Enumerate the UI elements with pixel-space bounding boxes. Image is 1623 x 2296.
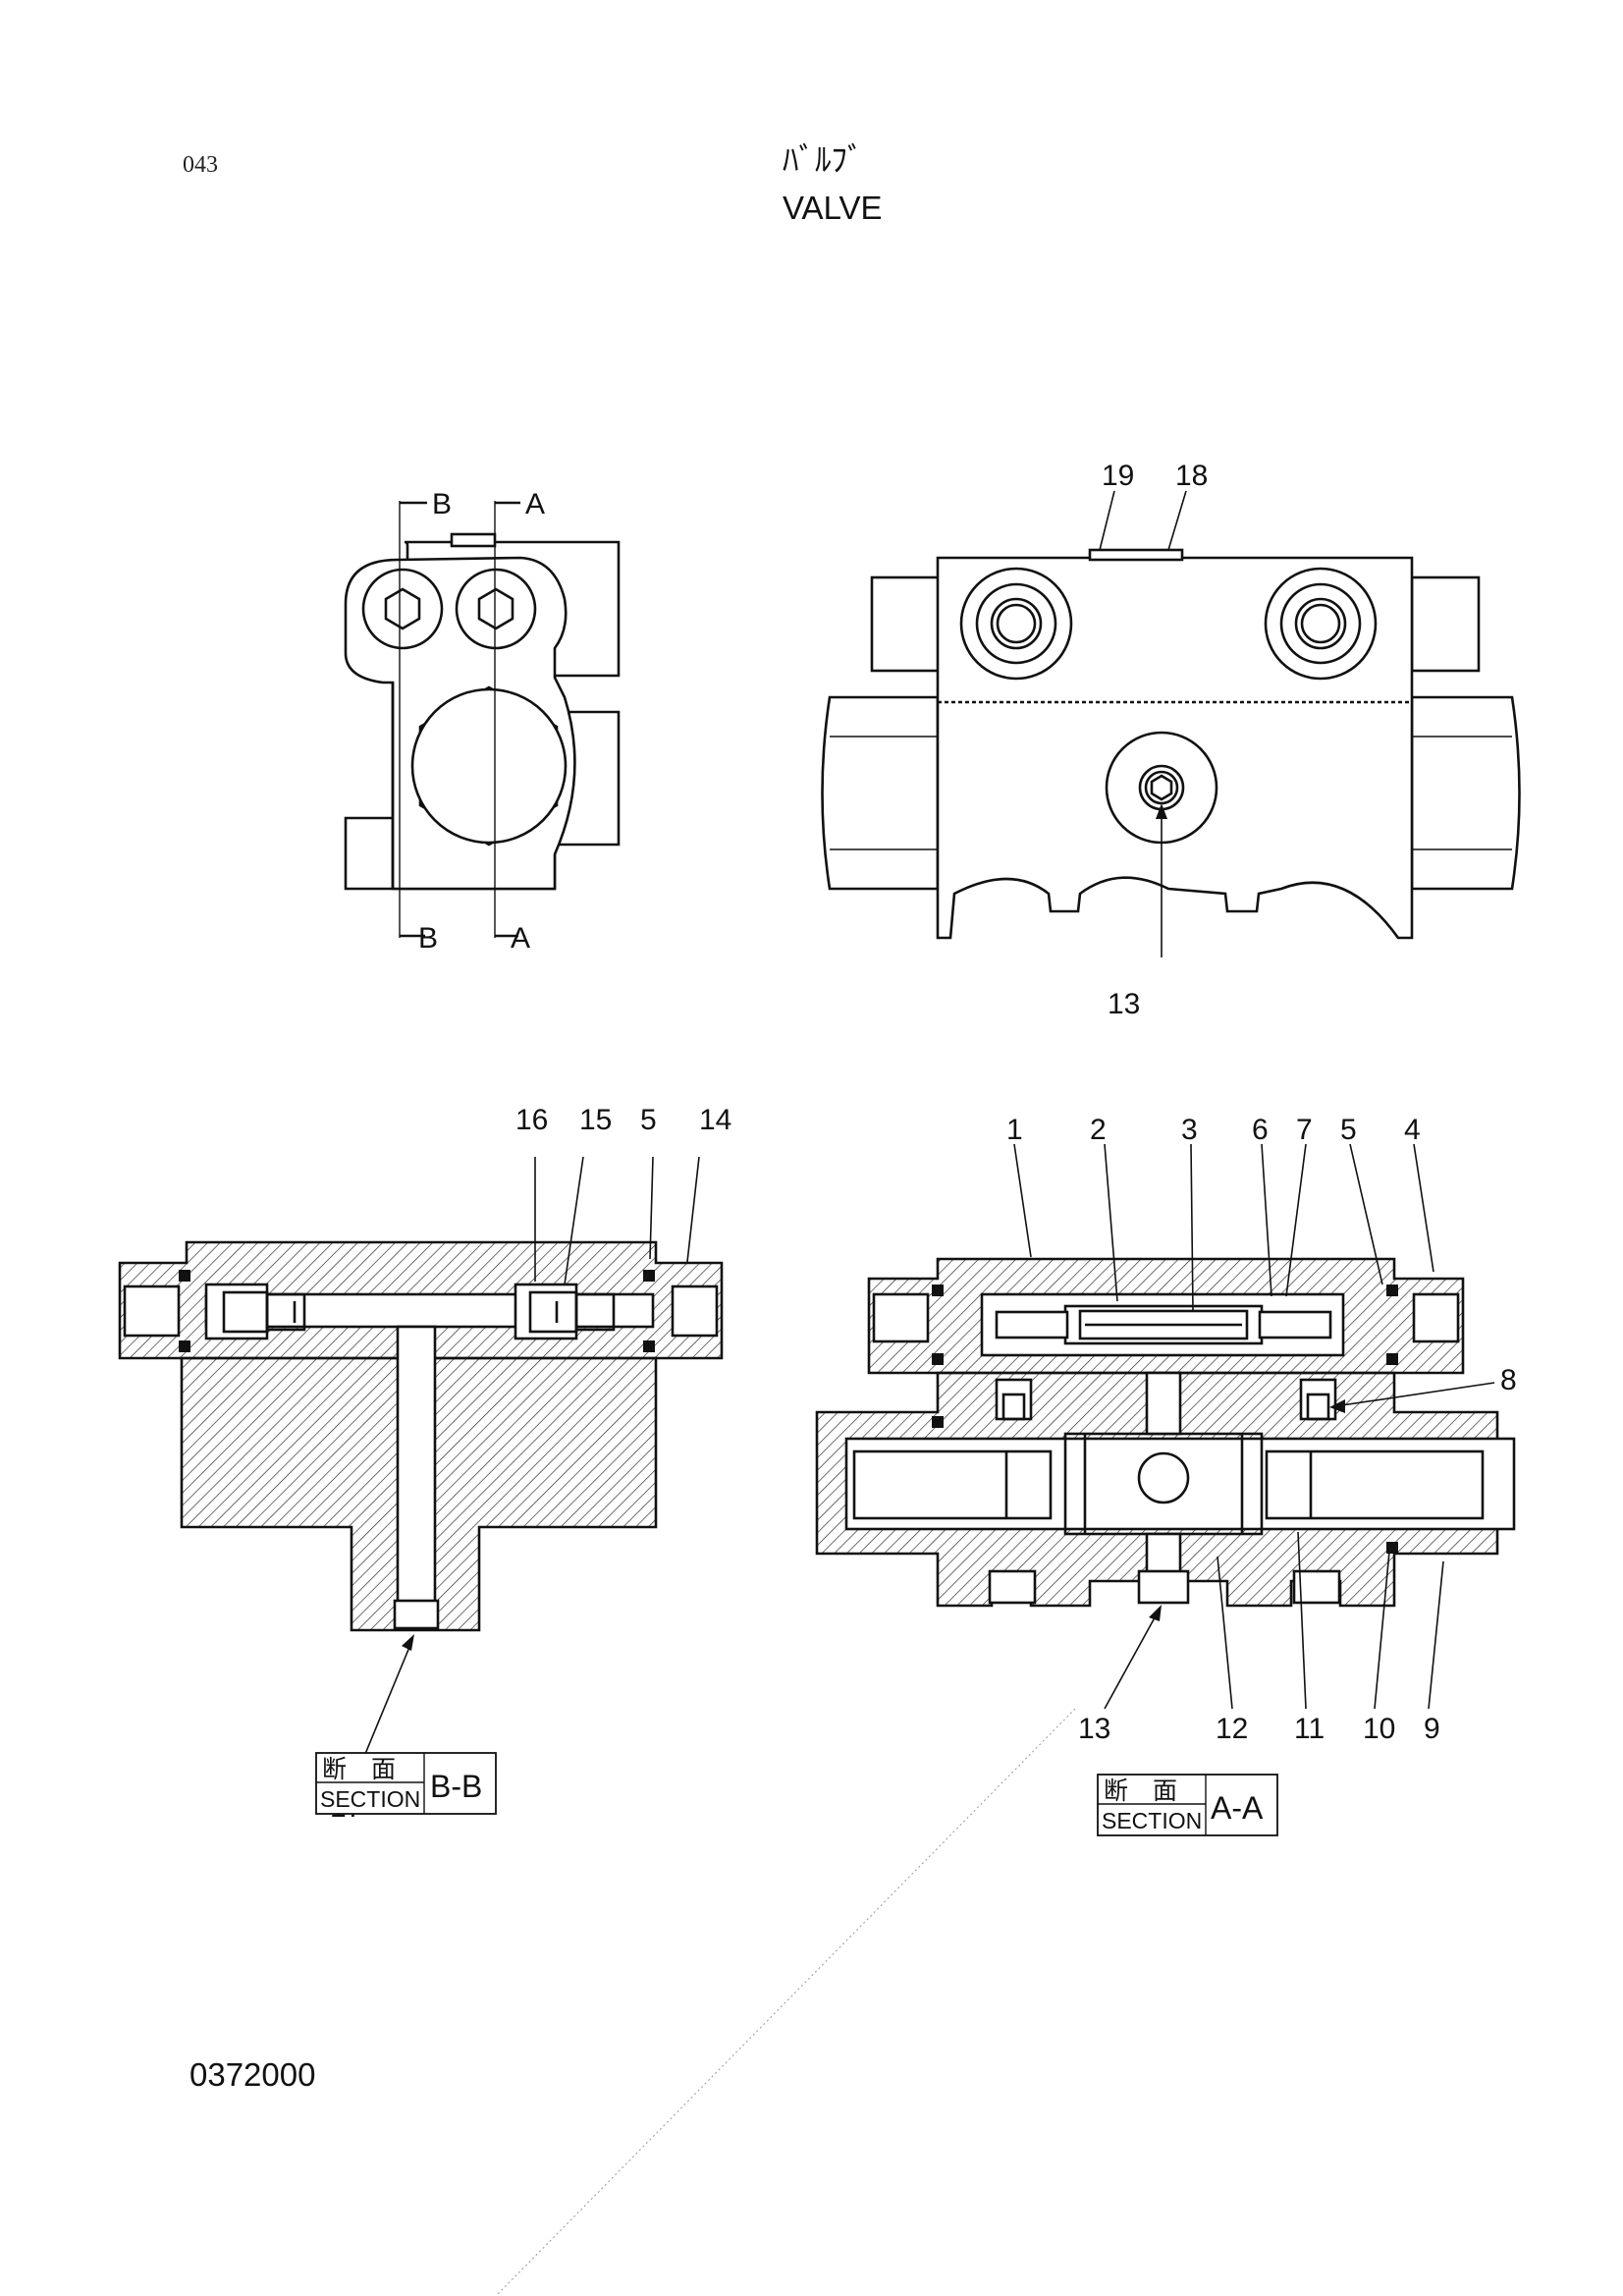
callout-5-aa: 5	[1340, 1114, 1357, 1146]
cut-label-b-top: B	[432, 488, 452, 520]
cut-label-b-bottom: B	[418, 922, 438, 955]
callout-8: 8	[1500, 1364, 1517, 1396]
section-bb-label-en: SECTION	[320, 1786, 420, 1812]
cut-label-a-top: A	[525, 488, 545, 520]
callout-18: 18	[1175, 460, 1208, 492]
scan-artifact-line	[495, 1708, 1076, 2296]
callout-1: 1	[1006, 1114, 1023, 1146]
callout-11: 11	[1294, 1713, 1325, 1745]
section-bb-label-id: B-B	[430, 1769, 482, 1804]
callout-14: 14	[699, 1104, 731, 1136]
section-aa-label-jp: 断 面	[1104, 1777, 1177, 1805]
callout-5-bb: 5	[640, 1104, 657, 1136]
callout-7: 7	[1296, 1114, 1313, 1146]
callout-6: 6	[1252, 1114, 1269, 1146]
callout-12: 12	[1216, 1713, 1248, 1745]
cut-label-a-bottom: A	[511, 922, 530, 955]
callout-4: 4	[1404, 1114, 1421, 1146]
section-bb-label-jp: 断 面	[322, 1755, 396, 1783]
end-view: B A B A	[344, 488, 621, 955]
section-bb: 16 15 5 14 17 断 面 SECTION B-B	[118, 1104, 731, 1824]
title-japanese: ﾊﾞﾙﾌﾞ	[783, 141, 864, 178]
callout-13-aa: 13	[1078, 1713, 1110, 1745]
document-code: 0372000	[189, 2056, 316, 2093]
callout-15: 15	[579, 1104, 612, 1136]
title-english: VALVE	[783, 190, 883, 226]
callout-2: 2	[1090, 1114, 1107, 1146]
callout-19: 19	[1102, 460, 1134, 492]
section-aa-label-en: SECTION	[1102, 1808, 1202, 1833]
callout-13-top: 13	[1108, 988, 1140, 1020]
callout-3: 3	[1181, 1114, 1198, 1146]
section-aa: 1 2 3 6 7 5 4 8 13 12 11 10 9 断 面 SECTIO…	[815, 1114, 1517, 1836]
front-view: 19 18 13	[821, 460, 1521, 1020]
callout-9: 9	[1424, 1713, 1440, 1745]
callout-10: 10	[1363, 1713, 1395, 1745]
callout-16: 16	[515, 1104, 548, 1136]
section-aa-label-id: A-A	[1211, 1790, 1264, 1826]
page-number: 043	[183, 152, 218, 178]
